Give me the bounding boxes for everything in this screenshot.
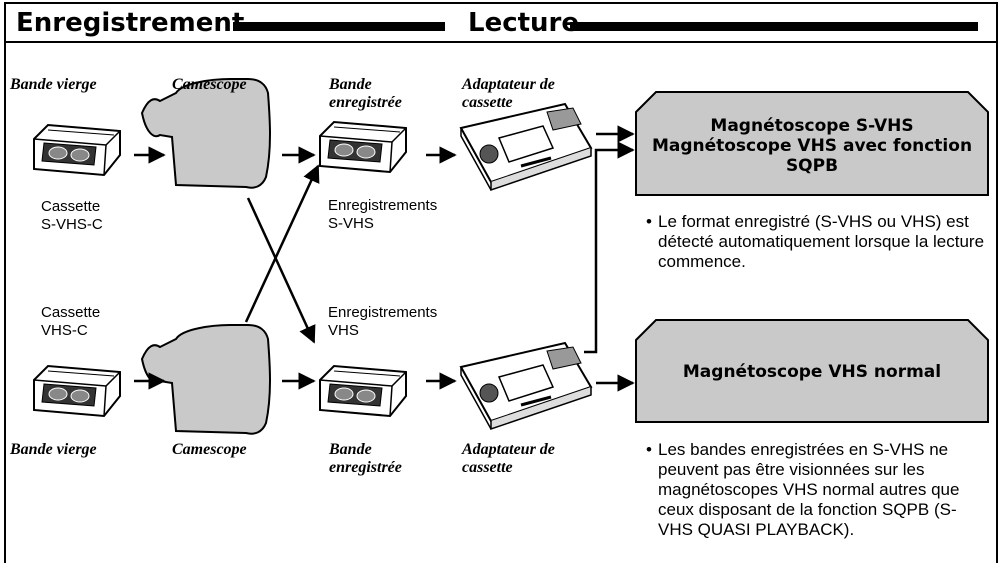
blank-tape-label-top: Bande vierge xyxy=(10,76,97,93)
recorded-tape-bottom-icon xyxy=(319,365,407,417)
svhs-vcr-note-text: Le format enregistré (S-VHS ou VHS) est … xyxy=(658,212,985,271)
vhs-vcr-box xyxy=(635,319,989,423)
vhs-vcr-title: Magnétoscope VHS normal xyxy=(682,362,942,382)
arrow-vhs-adapter-to-svhs-vcr xyxy=(584,141,635,354)
playback-heading-rule xyxy=(570,22,978,31)
svhs-vcr-title-line1: Magnétoscope S-VHS xyxy=(710,116,914,136)
svhs-vcr-note: • Le format enregistré (S-VHS ou VHS) es… xyxy=(646,212,986,272)
cassette-adapter-top-icon xyxy=(459,102,593,192)
vhs-recordings-caption: Enregistrements VHS xyxy=(328,304,438,339)
bullet-icon: • xyxy=(646,440,652,459)
bullet-icon: • xyxy=(646,212,652,231)
vhs-c-cassette-icon xyxy=(33,365,121,417)
camcorder-top-icon xyxy=(141,78,271,189)
adapter-label-top: Adaptateur de cassette xyxy=(462,76,555,111)
svhs-vcr-box xyxy=(635,91,989,196)
camcorder-label-bottom: Camescope xyxy=(172,441,247,458)
recording-heading-rule xyxy=(233,22,445,31)
svhs-c-cassette-icon xyxy=(33,124,121,176)
camcorder-label-top: Camescope xyxy=(172,76,247,93)
recording-heading: Enregistrement xyxy=(16,8,245,38)
camcorder-bottom-icon xyxy=(141,324,271,435)
playback-heading: Lecture xyxy=(468,8,580,38)
vhs-vcr-note-text: Les bandes enregistrées en S-VHS ne peuv… xyxy=(658,440,960,539)
vhs-c-cassette-caption: Cassette VHS-C xyxy=(41,304,101,339)
svhs-vcr-title-line3: SQPB xyxy=(785,156,839,176)
vhs-vcr-note: • Les bandes enregistrées en S-VHS ne pe… xyxy=(646,440,986,540)
adapter-label-bottom: Adaptateur de cassette xyxy=(462,441,555,476)
svhs-vcr-title-line2: Magnétoscope VHS avec fonction xyxy=(651,136,973,156)
header-divider xyxy=(4,41,998,43)
arrow-vhsc-camcorder-to-svhs-tape xyxy=(244,164,320,323)
cassette-adapter-bottom-icon xyxy=(459,341,593,431)
recorded-tape-label-top: Bande enregistrée xyxy=(329,76,402,111)
svhs-vcr-title: Magnétoscope S-VHS Magnétoscope VHS avec… xyxy=(640,116,984,176)
svhs-recordings-caption: Enregistrements S-VHS xyxy=(328,197,438,232)
recorded-tape-label-bottom: Bande enregistrée xyxy=(329,441,402,476)
svhs-c-cassette-caption: Cassette S-VHS-C xyxy=(41,198,103,233)
diagram-frame xyxy=(4,2,998,563)
blank-tape-label-bottom: Bande vierge xyxy=(10,441,97,458)
recorded-tape-top-icon xyxy=(319,121,407,173)
arrow-svhs-camcorder-to-vhs-tape xyxy=(246,197,316,344)
